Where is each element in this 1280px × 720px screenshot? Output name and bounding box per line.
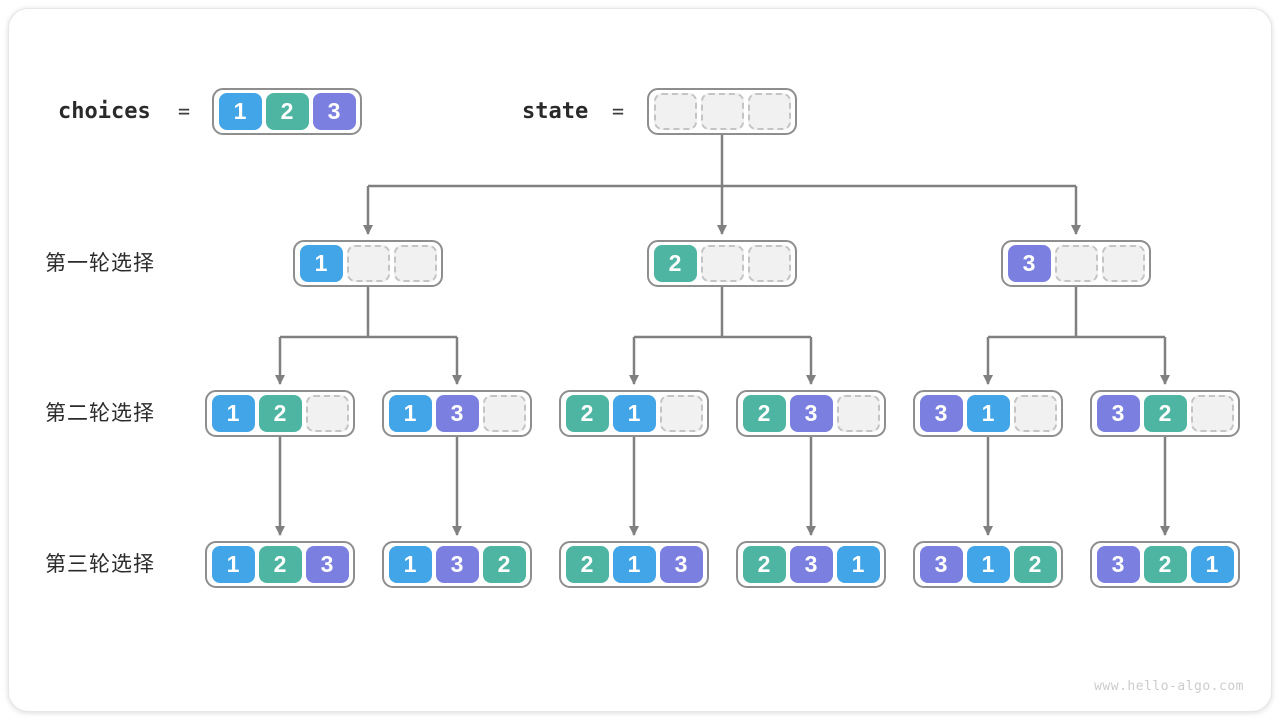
connector-line bbox=[368, 135, 1076, 188]
value-cell: 2 bbox=[653, 245, 697, 282]
choices-label: choices bbox=[58, 99, 151, 124]
value-cell: 1 bbox=[836, 546, 880, 583]
value-cell: 3 bbox=[435, 546, 479, 583]
value-cell: 1 bbox=[966, 546, 1010, 583]
empty-cell bbox=[700, 93, 744, 130]
empty-cell bbox=[747, 93, 791, 130]
value-cell: 1 bbox=[966, 395, 1010, 432]
value-cell: 3 bbox=[789, 395, 833, 432]
value-cell: 3 bbox=[1096, 546, 1140, 583]
state-box: 3 bbox=[1001, 240, 1151, 287]
value-cell: 3 bbox=[305, 546, 349, 583]
value-cell: 3 bbox=[789, 546, 833, 583]
value-cell: 3 bbox=[1007, 245, 1051, 282]
empty-cell bbox=[659, 395, 703, 432]
connector-line bbox=[988, 287, 1165, 339]
value-cell: 2 bbox=[258, 395, 302, 432]
empty-cell bbox=[1101, 245, 1145, 282]
value-cell: 1 bbox=[612, 546, 656, 583]
empty-cell bbox=[393, 245, 437, 282]
value-cell: 1 bbox=[612, 395, 656, 432]
state-box: 2 bbox=[647, 240, 797, 287]
row-label-round-1: 第一轮选择 bbox=[45, 252, 155, 275]
value-cell: 3 bbox=[659, 546, 703, 583]
connector-line bbox=[634, 287, 811, 339]
value-cell: 1 bbox=[299, 245, 343, 282]
value-cell: 2 bbox=[742, 546, 786, 583]
value-cell: 1 bbox=[388, 395, 432, 432]
empty-cell bbox=[346, 245, 390, 282]
value-cell: 1 bbox=[1190, 546, 1234, 583]
value-cell: 2 bbox=[1013, 546, 1057, 583]
empty-cell bbox=[836, 395, 880, 432]
state-equals-sign: = bbox=[612, 99, 625, 123]
row-label-round-3: 第三轮选择 bbox=[45, 553, 155, 576]
empty-cell bbox=[305, 395, 349, 432]
value-cell: 3 bbox=[919, 546, 963, 583]
choices-equals-sign: = bbox=[178, 99, 191, 123]
value-cell: 1 bbox=[211, 546, 255, 583]
state-array-box bbox=[647, 88, 797, 135]
value-cell: 1 bbox=[218, 93, 262, 130]
value-cell: 2 bbox=[482, 546, 526, 583]
value-cell: 3 bbox=[312, 93, 356, 130]
value-cell: 1 bbox=[388, 546, 432, 583]
empty-cell bbox=[1013, 395, 1057, 432]
value-cell: 3 bbox=[1096, 395, 1140, 432]
state-box: 1 bbox=[293, 240, 443, 287]
empty-cell bbox=[1054, 245, 1098, 282]
empty-cell bbox=[653, 93, 697, 130]
row-label-round-2: 第二轮选择 bbox=[45, 402, 155, 425]
value-cell: 2 bbox=[565, 395, 609, 432]
empty-cell bbox=[700, 245, 744, 282]
value-cell: 2 bbox=[565, 546, 609, 583]
value-cell: 1 bbox=[211, 395, 255, 432]
value-cell: 2 bbox=[258, 546, 302, 583]
watermark: www.hello-algo.com bbox=[1094, 679, 1244, 694]
state-label: state bbox=[522, 99, 589, 124]
value-cell: 3 bbox=[919, 395, 963, 432]
value-cell: 2 bbox=[265, 93, 309, 130]
connector-line bbox=[280, 287, 457, 339]
value-cell: 2 bbox=[1143, 546, 1187, 583]
value-cell: 2 bbox=[1143, 395, 1187, 432]
value-cell: 3 bbox=[435, 395, 479, 432]
value-cell: 2 bbox=[742, 395, 786, 432]
empty-cell bbox=[1190, 395, 1234, 432]
empty-cell bbox=[747, 245, 791, 282]
empty-cell bbox=[482, 395, 526, 432]
